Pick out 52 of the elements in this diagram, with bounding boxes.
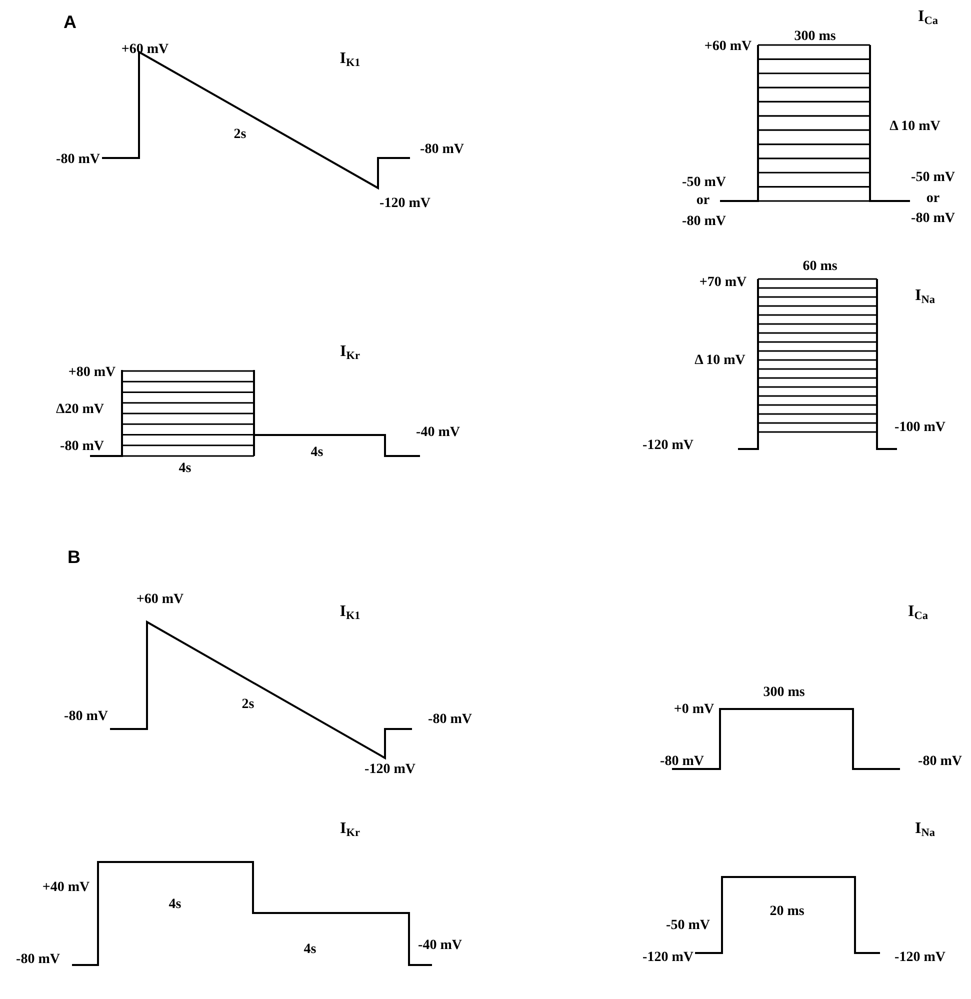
voltage-label: -50 mV — [682, 176, 726, 190]
duration-label: 4s — [178, 462, 192, 476]
voltage-label: -80 mV — [918, 755, 962, 769]
current-label: I$_{K1}$ — [340, 604, 360, 622]
voltage-label: +0 mV — [674, 703, 714, 717]
duration-label: 300 ms — [763, 686, 805, 700]
step-size-label: Δ20 mV — [56, 403, 104, 417]
voltage-label: -50 mV — [666, 919, 710, 933]
voltage-label: +70 mV — [699, 276, 747, 290]
voltage-label: -80 mV — [16, 953, 60, 967]
duration-label: 20 ms — [770, 905, 804, 919]
current-label: I$_{Kr}$ — [340, 821, 360, 839]
voltage-label: -120 mV — [364, 763, 416, 777]
current-label: I$_{K1}$ — [340, 51, 360, 69]
current-label: I$_{Ca}$ — [918, 9, 938, 27]
voltage-label: -120 mV — [642, 951, 694, 965]
duration-label: 4s — [168, 898, 182, 912]
voltage-label: -80 mV — [682, 215, 726, 229]
voltage-label: -50 mV — [911, 171, 955, 185]
voltage-label: -40 mV — [418, 939, 462, 953]
current-label: I$_{Na}$ — [915, 288, 935, 306]
step-size-label: Δ 10 mV — [694, 354, 746, 368]
panel-letter: B — [68, 548, 80, 566]
voltage-label: -80 mV — [428, 713, 472, 727]
voltage-label: -80 mV — [60, 440, 104, 454]
panel-letter: A — [64, 13, 76, 31]
voltage-label: -80 mV — [660, 755, 704, 769]
or-label: or — [926, 192, 940, 206]
voltage-label: +40 mV — [42, 881, 90, 895]
voltage-label: +80 mV — [68, 366, 116, 380]
voltage-label: +60 mV — [136, 593, 184, 607]
voltage-label: -120 mV — [642, 439, 694, 453]
voltage-label: -80 mV — [911, 212, 955, 226]
voltage-label: -100 mV — [894, 421, 946, 435]
current-label: I$_{Kr}$ — [340, 344, 360, 362]
duration-label: 2s — [234, 128, 246, 142]
voltage-label: +60 mV — [704, 40, 752, 54]
step-size-label: Δ 10 mV — [890, 120, 940, 134]
duration-label: 300 ms — [794, 30, 836, 44]
current-label: I$_{Na}$ — [915, 821, 935, 839]
voltage-label: -80 mV — [64, 710, 108, 724]
duration-label: 2s — [242, 698, 254, 712]
duration-label: 4s — [310, 446, 324, 460]
duration-label: 60 ms — [802, 260, 838, 274]
current-label: I$_{Ca}$ — [908, 604, 928, 622]
voltage-label: -40 mV — [416, 426, 460, 440]
voltage-label: -80 mV — [420, 143, 464, 157]
duration-label: 4s — [304, 943, 316, 957]
or-label: or — [696, 194, 710, 208]
voltage-label: -80 mV — [56, 153, 100, 167]
voltage-label: -120 mV — [894, 951, 946, 965]
voltage-label: -120 mV — [380, 197, 430, 211]
